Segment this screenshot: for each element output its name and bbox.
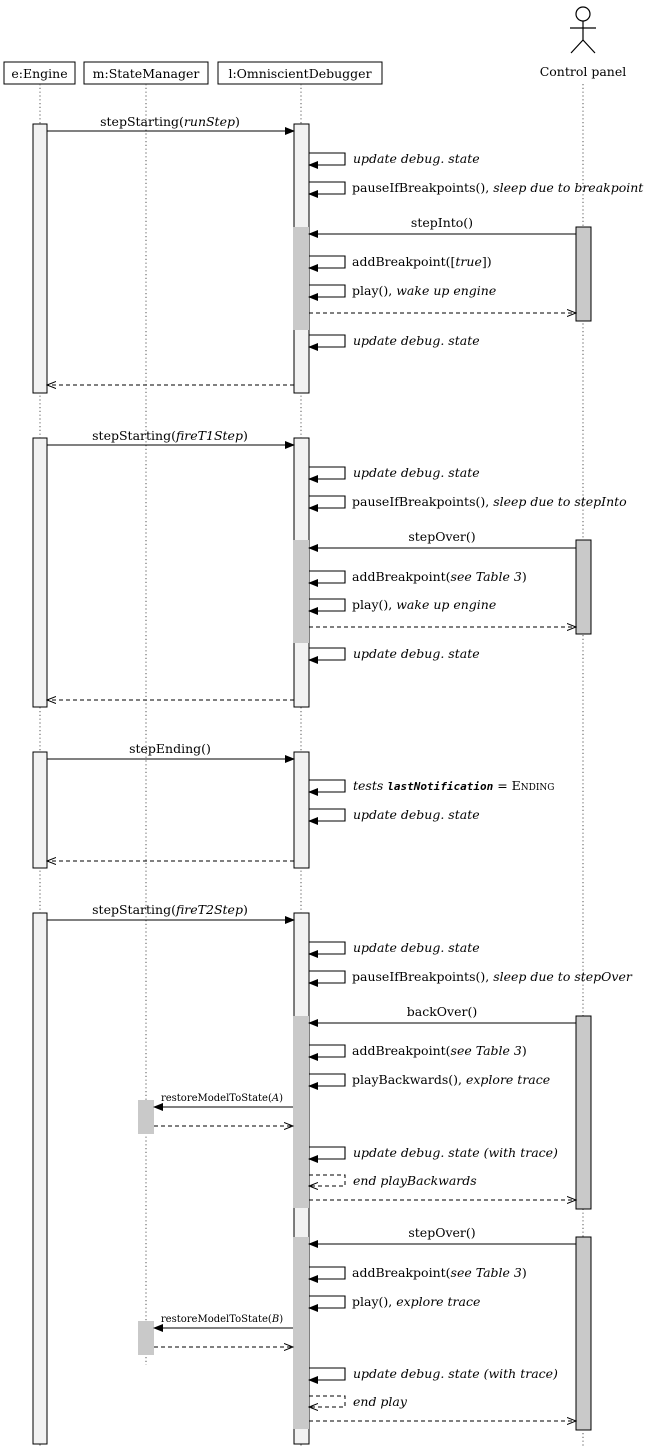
msg-update-state: update debug. state <box>353 940 480 955</box>
msg-back-over: backOver() <box>407 1004 477 1019</box>
actor-icon <box>570 6 596 54</box>
msg-play-wake: play(), wake up engine <box>352 283 496 298</box>
participant-state-manager: m:StateManager <box>83 61 209 85</box>
msg-end-play: end play <box>353 1394 408 1409</box>
activation-debugger-grey-4 <box>293 1237 309 1429</box>
msg-update-state: update debug. state <box>353 333 480 348</box>
msg-step-into: stepInto() <box>411 215 473 230</box>
block-step-ending: stepEnding() tests lastNotification = En… <box>47 741 554 861</box>
msg-pause-breakpoints: pauseIfBreakpoints(), sleep due to break… <box>352 180 644 195</box>
activation-control-panel-1 <box>575 226 592 322</box>
msg-pause-stepover: pauseIfBreakpoints(), sleep due to stepO… <box>352 969 633 984</box>
msg-step-over-2: stepOver() <box>408 1225 475 1240</box>
msg-step-starting-run: stepStarting(runStep) <box>100 114 240 129</box>
activation-state-manager-2 <box>138 1321 154 1355</box>
msg-step-starting-fire-t1: stepStarting(fireT1Step) <box>92 428 248 443</box>
msg-restore-state-b: restoreModelToState(B) <box>161 1314 283 1325</box>
participant-state-manager-label: m:StateManager <box>93 66 200 81</box>
msg-update-state: update debug. state <box>353 646 480 661</box>
msg-play-explore: play(), explore trace <box>352 1294 480 1309</box>
msg-update-state-with-trace-2: update debug. state (with trace) <box>353 1366 558 1381</box>
participant-control-panel: Control panel <box>540 6 627 79</box>
participant-debugger: l:OmniscientDebugger <box>217 61 383 85</box>
msg-update-state: update debug. state <box>353 807 480 822</box>
msg-step-starting-fire-t2: stepStarting(fireT2Step) <box>92 902 248 917</box>
activation-engine-4 <box>32 912 48 1445</box>
participant-engine: e:Engine <box>3 61 76 85</box>
msg-add-breakpoint-table-2: addBreakpoint(see Table 3) <box>352 1265 527 1280</box>
msg-update-state: update debug. state <box>353 151 480 166</box>
msg-tests-last-notification: tests lastNotification = Ending <box>353 778 554 793</box>
msg-update-state: update debug. state <box>353 465 480 480</box>
activation-control-panel-3 <box>575 1015 592 1210</box>
block-fire-t1-step: stepStarting(fireT1Step) update debug. s… <box>47 428 627 700</box>
msg-pause-stepinto: pauseIfBreakpoints(), sleep due to stepI… <box>352 494 627 509</box>
msg-step-ending: stepEnding() <box>129 741 211 756</box>
block-fire-t2-step: stepStarting(fireT2Step) update debug. s… <box>47 902 633 1421</box>
participant-control-panel-label: Control panel <box>540 64 627 79</box>
activation-engine-3 <box>32 751 48 869</box>
msg-update-state-with-trace: update debug. state (with trace) <box>353 1145 558 1160</box>
activation-debugger-3 <box>293 751 310 869</box>
msg-play-wake: play(), wake up engine <box>352 597 496 612</box>
participant-debugger-label: l:OmniscientDebugger <box>228 66 371 81</box>
activation-debugger-grey-2 <box>293 540 309 643</box>
msg-step-over: stepOver() <box>408 529 475 544</box>
activation-engine-1 <box>32 123 48 394</box>
activation-debugger-grey-3 <box>293 1016 309 1208</box>
msg-add-breakpoint-table: addBreakpoint(see Table 3) <box>352 1043 527 1058</box>
msg-add-breakpoint-true: addBreakpoint([true]) <box>352 254 492 269</box>
activation-control-panel-4 <box>575 1236 592 1431</box>
msg-end-play-backwards: end playBackwards <box>353 1173 477 1188</box>
msg-restore-state-a: restoreModelToState(A) <box>161 1093 283 1104</box>
msg-add-breakpoint-table: addBreakpoint(see Table 3) <box>352 569 527 584</box>
activation-debugger-grey-1 <box>293 227 309 330</box>
msg-play-backwards: playBackwards(), explore trace <box>352 1072 550 1087</box>
activation-state-manager-1 <box>138 1100 154 1134</box>
block-run-step: stepStarting(runStep) update debug. stat… <box>47 114 644 385</box>
participant-engine-label: e:Engine <box>11 66 67 81</box>
activation-engine-2 <box>32 437 48 708</box>
activation-control-panel-2 <box>575 539 592 635</box>
